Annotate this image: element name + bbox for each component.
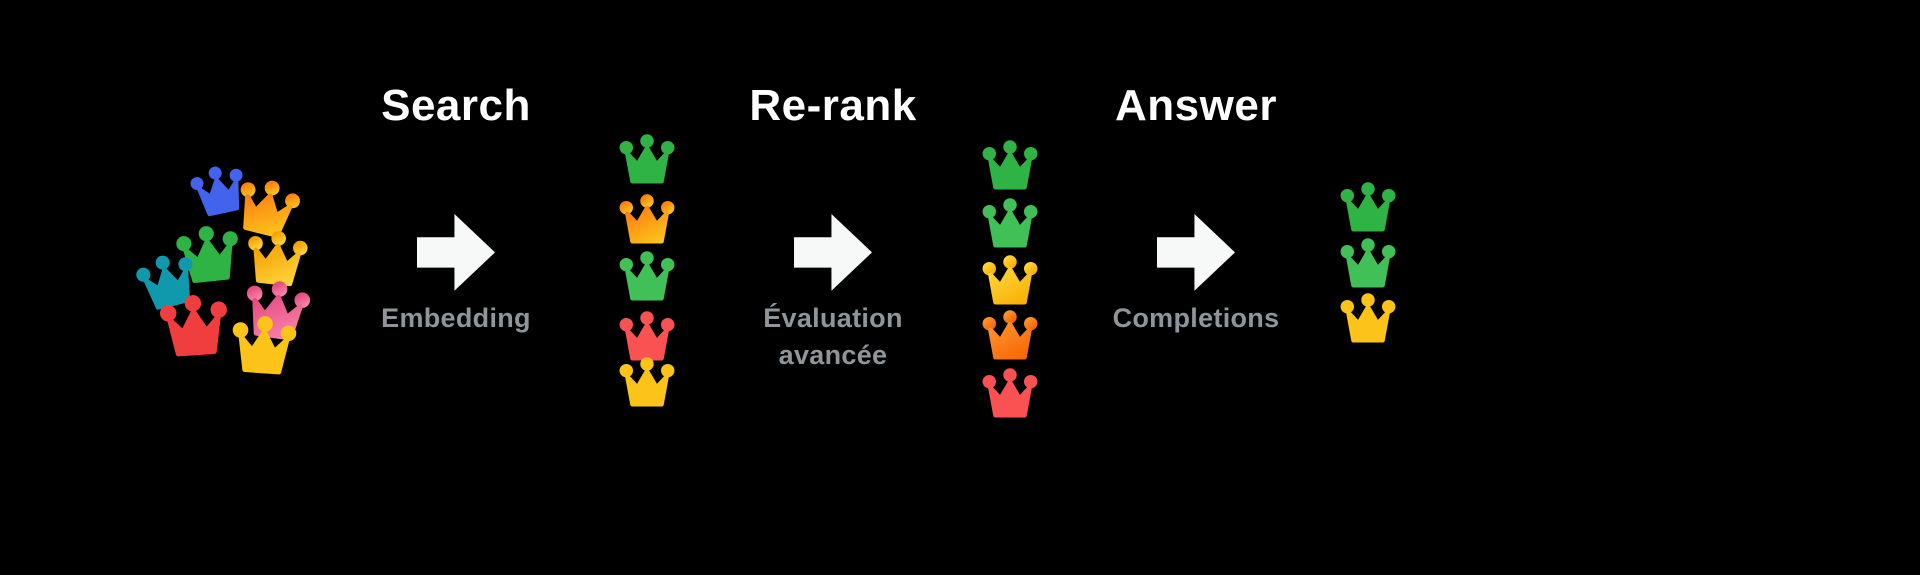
stage-rerank: Re-rank Évaluation avancée	[663, 81, 1003, 374]
crown-icon	[619, 134, 675, 184]
arrow-right-icon	[794, 213, 872, 291]
crown-icon	[1340, 238, 1396, 290]
crown-icon	[619, 251, 675, 303]
crown-icon	[619, 311, 675, 363]
crown-icon	[229, 314, 298, 378]
stage-title-search: Search	[381, 81, 531, 130]
stage-search: Search Embedding	[286, 81, 626, 337]
crown-icon	[619, 134, 675, 186]
crown-icon	[240, 180, 300, 238]
crown-icon	[159, 295, 227, 357]
crown-icon	[1340, 182, 1396, 232]
stage-sublabel-answer: Completions	[1113, 300, 1280, 337]
arrow-right-icon	[1157, 213, 1235, 291]
crown-icon	[158, 293, 231, 361]
crown-icon	[619, 357, 675, 409]
crown-icon	[982, 198, 1038, 250]
crown-icon	[232, 316, 297, 375]
sublabel-line: Embedding	[381, 303, 531, 334]
crown-icon	[982, 310, 1038, 362]
crown-icon	[1340, 293, 1396, 343]
crown-icon	[982, 140, 1038, 190]
crown-icon	[619, 194, 675, 244]
crown-icon	[132, 249, 202, 316]
crown-icon	[243, 228, 310, 290]
crown-icon	[982, 255, 1038, 307]
sublabel-line: avancée	[778, 340, 888, 371]
crown-icon	[174, 223, 243, 287]
crown-icon	[982, 310, 1038, 360]
crown-icon	[982, 368, 1038, 420]
crown-icon	[1340, 238, 1396, 288]
crown-icon	[619, 194, 675, 246]
crown-icon	[230, 173, 304, 243]
stage-answer: Answer Completions	[1026, 81, 1366, 337]
sublabel-line: Completions	[1112, 303, 1280, 334]
crown-icon	[190, 166, 243, 217]
stage-title-answer: Answer	[1115, 81, 1277, 130]
crown-icon	[982, 368, 1038, 418]
stage-title-rerank: Re-rank	[749, 81, 917, 130]
sublabel-line: Évaluation	[763, 303, 903, 334]
crown-icon	[176, 226, 238, 284]
crown-icon	[136, 255, 193, 310]
crown-icon	[187, 161, 250, 221]
crown-icon	[1340, 182, 1396, 234]
stage-sublabel-search: Embedding	[381, 300, 531, 337]
stage-sublabel-rerank: Évaluation avancée	[763, 300, 903, 374]
crown-icon	[982, 140, 1038, 192]
crown-icon	[982, 255, 1038, 305]
arrow-right-icon	[417, 213, 495, 291]
crown-icon	[248, 231, 308, 287]
crown-icon	[982, 198, 1038, 248]
crown-icon	[619, 311, 675, 361]
crown-icon	[619, 357, 675, 407]
crown-icon	[619, 251, 675, 301]
crown-icon	[1340, 293, 1396, 345]
